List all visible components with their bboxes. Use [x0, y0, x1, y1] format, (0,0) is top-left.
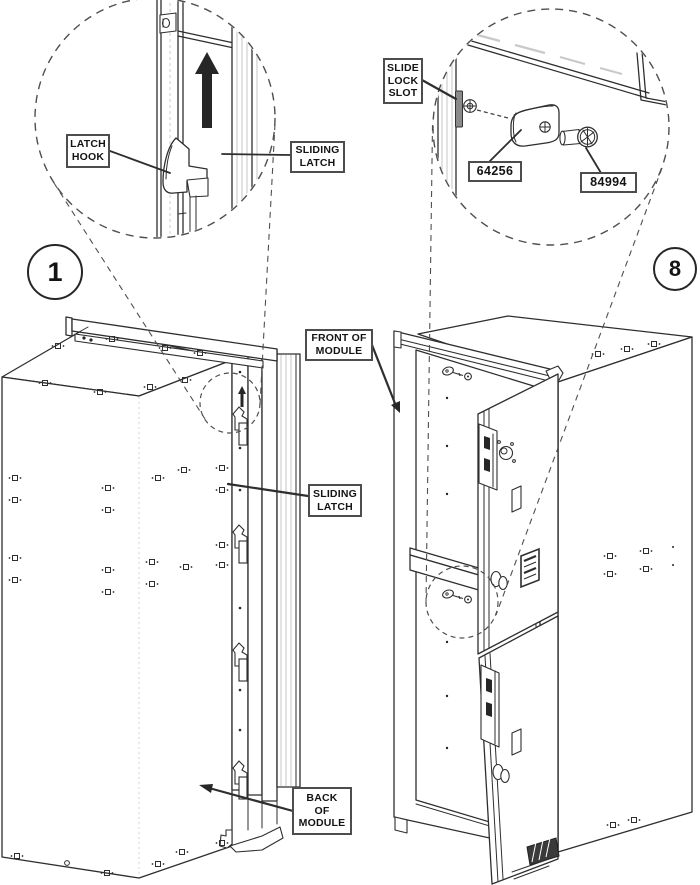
part-number-84994-label: 84994 [580, 172, 637, 194]
lock-cam-icon [510, 104, 560, 147]
step-8-badge: 8 [653, 247, 697, 291]
detail-circle-8 [432, 8, 670, 246]
up-arrow-icon [238, 386, 246, 407]
module1-back-panel [1, 359, 233, 879]
screw-icon [463, 99, 477, 113]
slide-lock-slot-label: SLIDE LOCK SLOT [383, 58, 423, 104]
latch-hook-label: LATCH HOOK [66, 134, 110, 168]
slide-lock-slot-shape [455, 90, 463, 128]
front-of-module-label: FRONT OF MODULE [305, 329, 373, 361]
module-front-view-illustration [393, 315, 693, 885]
door-label-plate [520, 547, 540, 589]
back-of-module-label: BACK OF MODULE [292, 787, 352, 835]
step-1-badge: 1 [27, 244, 83, 300]
module2-side-panel [557, 336, 693, 853]
part-number-64256-label: 64256 [468, 161, 522, 183]
detail-circle-1 [34, 0, 276, 239]
sliding-latch-label: SLIDING LATCH [308, 484, 362, 517]
callout-leader-lines [53, 123, 663, 639]
detail-source-circle-8 [425, 565, 499, 639]
up-arrow-icon [195, 52, 219, 128]
detail-source-circle-1 [199, 372, 261, 434]
module2-upper-door [477, 373, 559, 655]
sliding-latch-detail-label: SLIDING LATCH [290, 141, 345, 173]
module-back-view-illustration [1, 316, 301, 879]
label-leader-lines [109, 78, 602, 813]
detail-circle-icon [34, 0, 276, 239]
corner-bracket [636, 50, 668, 110]
arrowhead-icon [391, 401, 400, 413]
module2-lower-door [478, 615, 560, 885]
screw-icon [559, 126, 598, 148]
module1-top-rail [71, 318, 278, 362]
arrowhead-icon [199, 784, 213, 793]
